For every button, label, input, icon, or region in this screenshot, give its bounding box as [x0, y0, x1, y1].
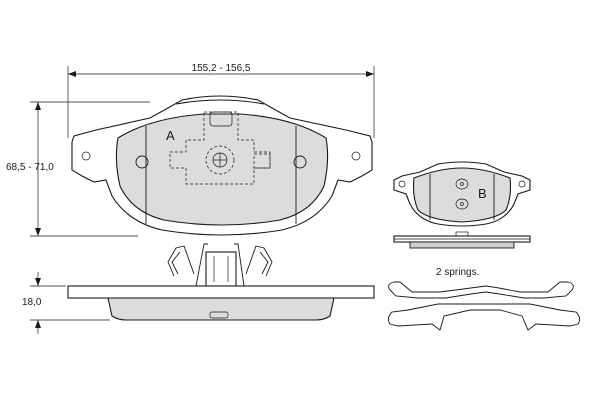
thickness-dimension: 18,0 [22, 272, 110, 334]
pad-a-side-view [67, 285, 375, 321]
pad-b-label: B [478, 186, 487, 201]
height-dimension: 68,5 - 71,0 [6, 101, 150, 237]
springs-label: 2 springs. [436, 267, 479, 278]
springs-group: 2 springs. [387, 267, 581, 331]
width-dimension-label: 155,2 - 156,5 [192, 63, 251, 74]
pad-a-front-view: A [71, 95, 373, 236]
center-clip [167, 243, 273, 287]
pad-a-label: A [166, 128, 175, 143]
spring-upper [388, 281, 574, 299]
spring-lower [387, 303, 581, 331]
thickness-dimension-label: 18,0 [22, 297, 42, 308]
width-dimension: 155,2 - 156,5 [67, 63, 375, 138]
pad-b-side-view [393, 231, 531, 249]
pad-b-front-view: B [393, 161, 531, 227]
height-dimension-label: 68,5 - 71,0 [6, 162, 54, 173]
